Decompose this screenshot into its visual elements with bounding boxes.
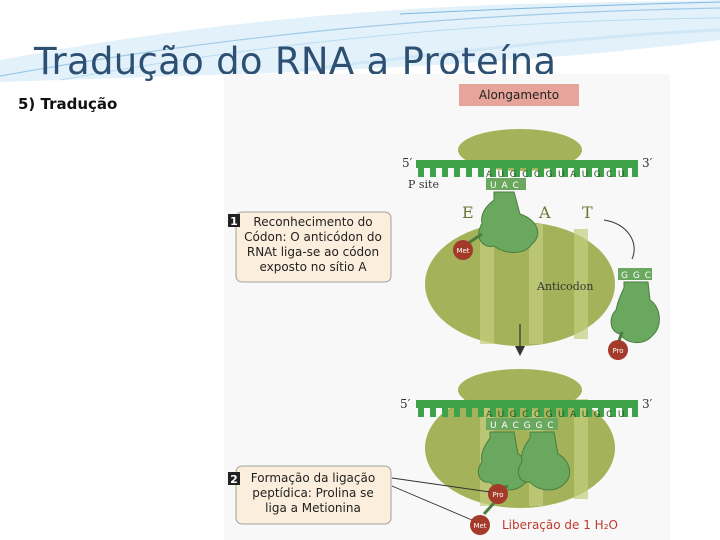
step1-line-3: RNAt liga-se ao códon — [247, 245, 379, 259]
met-amino-acid-top — [453, 240, 473, 260]
site-t: T — [582, 203, 593, 222]
step2-line-1: Formação da ligação — [251, 471, 375, 485]
elongation-header-box — [459, 84, 579, 106]
five-prime-top: 5′ — [402, 156, 413, 170]
elongation-header: Alongamento — [479, 88, 559, 102]
pro-amino-acid-incoming — [608, 340, 628, 360]
trna-a-site-bottom — [517, 431, 571, 491]
translation-figure: Alongamento E A T — [224, 74, 670, 540]
step2-line-3: liga a Metionina — [265, 501, 361, 515]
down-arrow-icon — [515, 324, 525, 356]
step1-line-1: Reconhecimento do — [253, 215, 372, 229]
mrna-bottom: 5′ 3′ A U G C C G U A U G C U — [400, 397, 653, 420]
three-prime-bottom: 3′ — [642, 397, 653, 411]
met-label-top: Met — [456, 247, 469, 255]
met-label-bottom: Met — [473, 522, 486, 530]
pro-amino-acid-bottom — [488, 484, 508, 504]
anticodon-incoming: G G C — [621, 271, 652, 281]
codon-sequence-top: A U G C C G U A U G C U — [486, 170, 626, 180]
step1-number: 1 — [230, 215, 238, 228]
step2-number-box — [228, 472, 240, 485]
anticodon-top: U A C — [490, 181, 520, 191]
five-prime-bottom: 5′ — [400, 397, 411, 411]
trna-p-site-top — [478, 191, 539, 253]
step1-line-2: Códon: O anticódon do — [244, 230, 382, 244]
site-e: E — [462, 203, 474, 222]
step1-number-box — [228, 214, 240, 227]
mrna-top: 5′ 3′ A U G C C G U A U G C U — [402, 156, 653, 180]
step1-line-4: exposto no sítio A — [259, 260, 367, 274]
step2-box — [235, 465, 392, 525]
site-a: A — [538, 203, 551, 222]
step2-line-2: peptídica: Prolina se — [252, 486, 374, 500]
step1-box — [235, 211, 392, 283]
anticodon-box-incoming — [618, 268, 652, 280]
codon-sequence-bottom: A U G C C G U A U G C U — [486, 410, 626, 420]
step2-number: 2 — [230, 473, 238, 486]
slide-subtitle: 5) Tradução — [18, 95, 118, 113]
anticodon-box-bottom — [486, 418, 558, 430]
p-site-label: P site — [408, 178, 439, 191]
step2-pointer-2 — [391, 485, 473, 521]
step2-pointer-1 — [391, 477, 491, 493]
anticodon-box-top — [486, 178, 526, 190]
release-label: Liberação de 1 H₂O — [502, 518, 618, 532]
pro-label-bottom: Pro — [492, 491, 503, 499]
met-amino-acid-bottom — [470, 515, 490, 535]
anticodon-label: Anticodon — [536, 280, 594, 293]
arrow-incoming — [603, 219, 635, 260]
pro-label-incoming: Pro — [612, 347, 623, 355]
header-wave-decoration — [0, 0, 720, 82]
three-prime-top: 3′ — [642, 156, 653, 170]
anticodons-bottom: U A C G G C — [490, 421, 555, 431]
